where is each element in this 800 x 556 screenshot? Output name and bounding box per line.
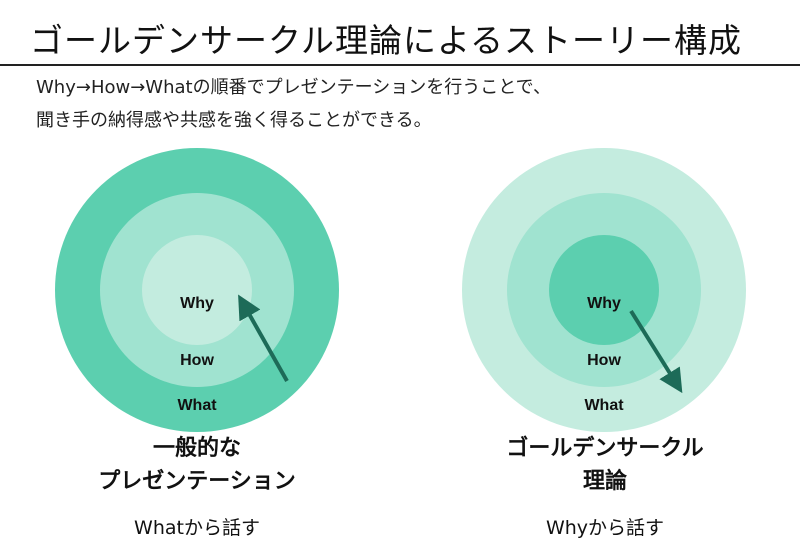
- caption-line-2: プレゼンテーション: [98, 469, 296, 494]
- why-label: Why: [587, 295, 621, 312]
- diagram-general-presentation: Why How What: [55, 148, 339, 432]
- caption-line-1: 一般的な: [152, 436, 241, 461]
- why-label: Why: [180, 295, 214, 312]
- description-line-2: 聞き手の納得感や共感を強く得ることができる。: [36, 110, 432, 131]
- how-label: How: [587, 352, 621, 369]
- title-divider: [0, 64, 800, 66]
- subtitle-start-from-what: Whatから話す: [134, 517, 260, 539]
- description-line-1: Why→How→Whatの順番でプレゼンテーションを行うことで、: [36, 77, 551, 98]
- arrow-why-to-what: [629, 309, 683, 394]
- what-label: What: [177, 397, 217, 414]
- how-label: How: [180, 352, 214, 369]
- what-label: What: [584, 397, 624, 414]
- subtitle-start-from-why: Whyから話す: [545, 517, 665, 539]
- why-circle: [142, 235, 252, 345]
- page-title: ゴールデンサークル理論によるストーリー構成: [30, 21, 743, 60]
- caption-line-1: ゴールデンサークル: [506, 436, 704, 461]
- caption-golden-circle: ゴールデンサークル 理論: [435, 432, 775, 498]
- diagram-golden-circle: Why How What: [462, 148, 746, 432]
- caption-general-presentation: 一般的な プレゼンテーション: [27, 432, 367, 498]
- caption-line-2: 理論: [582, 469, 627, 494]
- arrow-what-to-why: [238, 294, 289, 382]
- why-circle: [549, 235, 659, 345]
